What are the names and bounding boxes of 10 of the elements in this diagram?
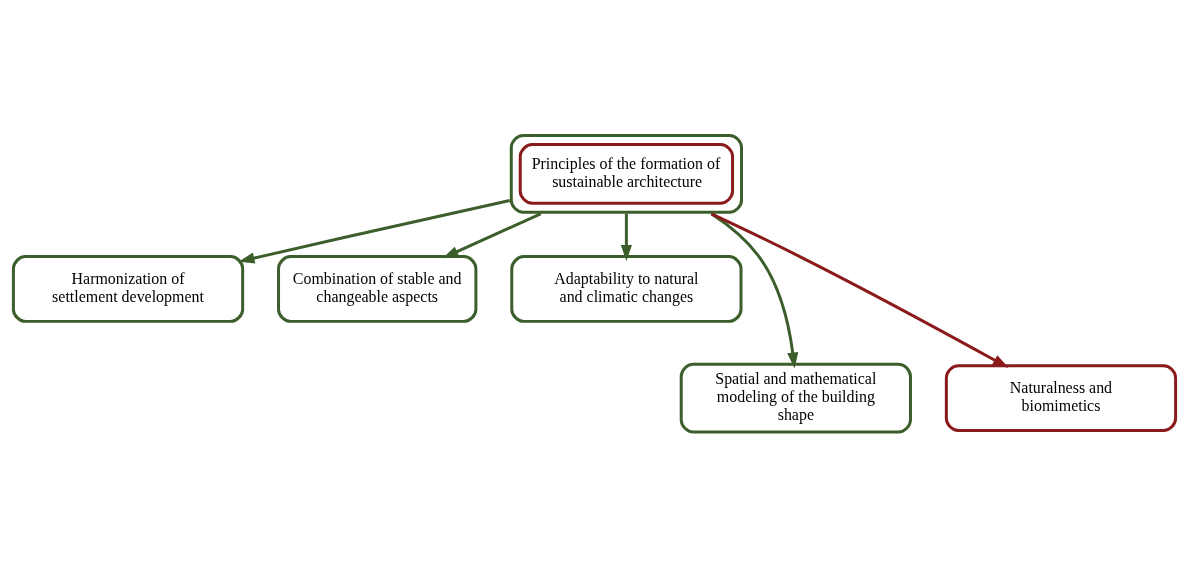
node-box: Combination of stable and changeable aspects [277,255,478,323]
node-box: Adaptability to natural and climatic changes [510,255,743,323]
arrow [710,212,1009,368]
node-box: Principles of the formation of sustainable architecture [509,134,743,214]
arrow [238,199,511,264]
node-box: Harmonization of settlement development [11,255,245,323]
arrow [620,213,632,261]
node-box: Naturalness and biomimetics [944,364,1178,432]
node-box: Spatial and mathematical modeling of the building shape [679,362,912,434]
arrow [442,212,542,259]
